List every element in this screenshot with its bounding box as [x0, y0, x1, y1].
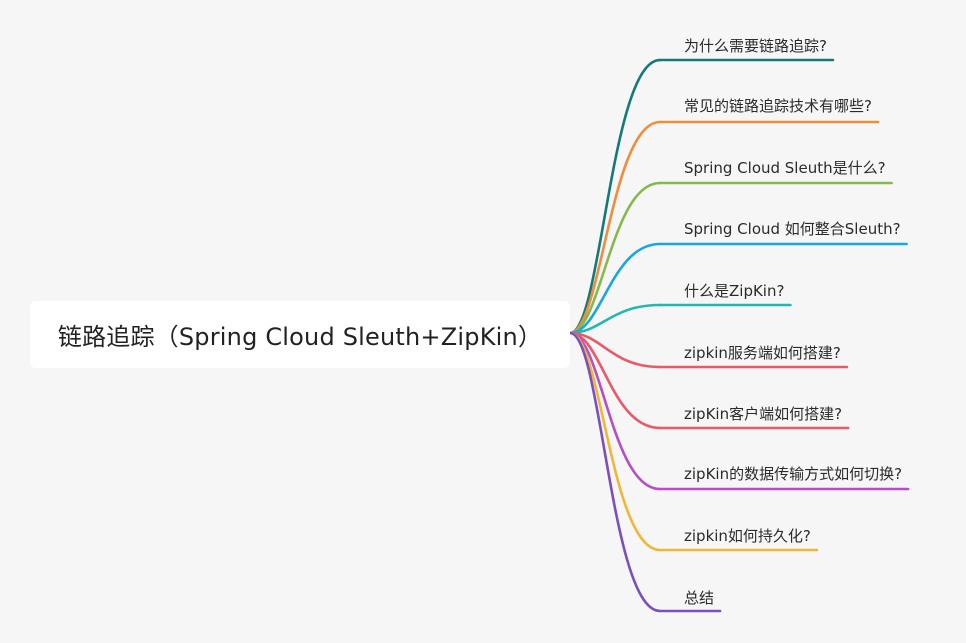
root-node[interactable]: 链路追踪（Spring Cloud Sleuth+ZipKin） — [30, 301, 570, 368]
branch-curve-5 — [568, 331, 662, 369]
branch-curve-6 — [568, 331, 662, 430]
topic-zipkin-transport-switch[interactable]: zipKin的数据传输方式如何切换? — [684, 465, 903, 483]
branch-curve-1 — [568, 120, 662, 335]
branch-curve-4 — [568, 303, 662, 335]
branch-curve-2 — [568, 181, 662, 335]
topic-zipkin-client-setup[interactable]: zipKin客户端如何搭建? — [684, 405, 843, 423]
topic-what-is-sleuth[interactable]: Spring Cloud Sleuth是什么? — [684, 159, 886, 177]
topic-zipkin-persistence[interactable]: zipkin如何持久化? — [684, 527, 811, 545]
topic-integrate-sleuth[interactable]: Spring Cloud 如何整合Sleuth? — [684, 220, 901, 238]
branch-curve-3 — [568, 242, 662, 335]
branch-curve-0 — [568, 58, 662, 335]
topic-summary[interactable]: 总结 — [684, 589, 715, 607]
topic-what-is-zipkin[interactable]: 什么是ZipKin? — [684, 282, 785, 300]
topic-why-tracing[interactable]: 为什么需要链路追踪? — [684, 37, 827, 55]
topic-zipkin-server-setup[interactable]: zipkin服务端如何搭建? — [684, 344, 841, 362]
topic-common-tracing-tech[interactable]: 常见的链路追踪技术有哪些? — [684, 97, 872, 115]
branch-curve-7 — [568, 331, 662, 491]
branch-curve-9 — [568, 331, 662, 613]
root-label: 链路追踪（Spring Cloud Sleuth+ZipKin） — [57, 323, 543, 351]
